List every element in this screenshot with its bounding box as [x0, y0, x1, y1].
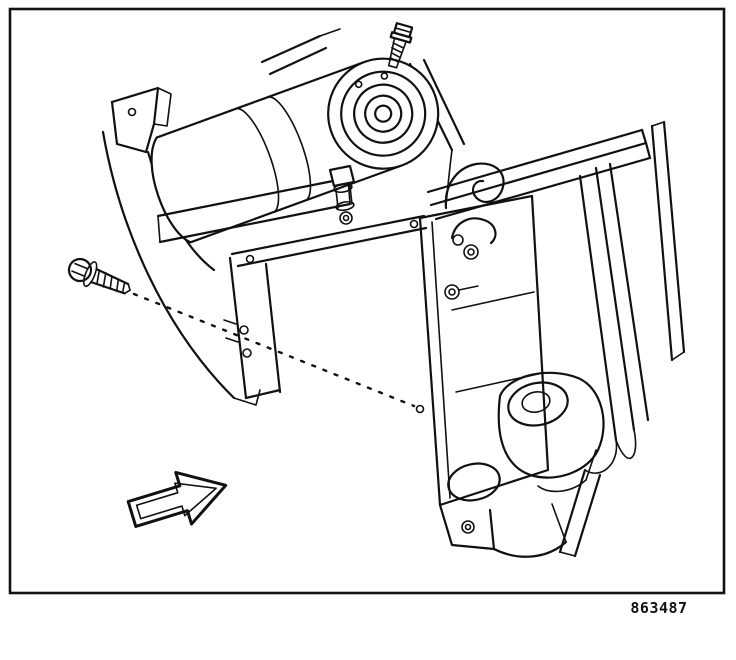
direction-arrow-icon [126, 470, 228, 528]
retaining-screw-icon [67, 257, 131, 295]
bolt-hole [415, 404, 425, 414]
bolt-path-dashed-line [132, 292, 425, 414]
figure-code: 863487 [630, 599, 687, 617]
top-mounting-bolt-icon [387, 22, 414, 69]
figure-border [8, 7, 726, 595]
starter-motor [150, 57, 440, 244]
solenoid-fitting [328, 164, 356, 225]
